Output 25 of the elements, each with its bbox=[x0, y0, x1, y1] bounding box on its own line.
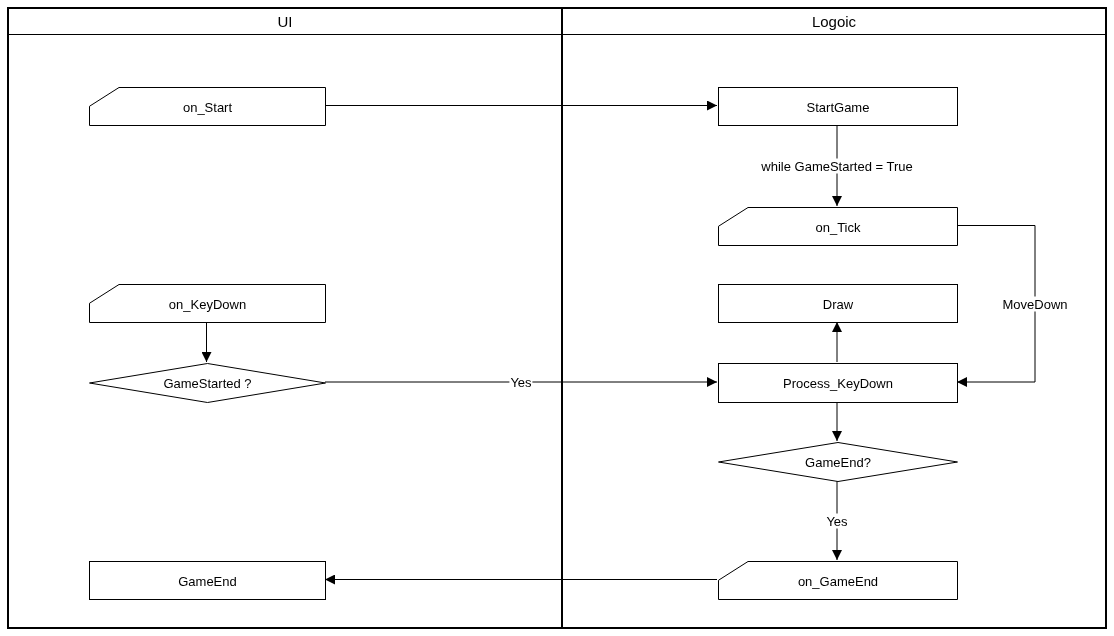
lane-title: UI bbox=[276, 13, 294, 30]
arrow bbox=[832, 401, 842, 442]
arrow bbox=[201, 321, 212, 363]
arrow bbox=[324, 100, 718, 111]
node-label: Draw bbox=[821, 296, 855, 311]
node-label: GameStarted ? bbox=[162, 375, 253, 391]
arrow bbox=[956, 225, 1036, 387]
edge-label: Yes bbox=[825, 513, 849, 528]
node-label: on_KeyDown bbox=[167, 296, 248, 311]
node-label: GameEnd? bbox=[804, 454, 872, 470]
edge-label: MoveDown bbox=[1001, 296, 1069, 312]
arrow bbox=[832, 321, 842, 363]
node-label: Process_KeyDown bbox=[782, 375, 894, 391]
node-label: on_Start bbox=[181, 99, 234, 114]
swimlane bbox=[562, 8, 1106, 628]
lane-title: Logoic bbox=[810, 13, 858, 30]
node-label: StartGame bbox=[805, 99, 871, 114]
arrow bbox=[324, 574, 718, 585]
node-label: GameEnd bbox=[177, 573, 238, 588]
edge-label: while GameStarted = True bbox=[760, 158, 914, 173]
arrow bbox=[832, 480, 842, 561]
node-label: on_Tick bbox=[814, 219, 862, 234]
swimlane bbox=[8, 8, 562, 628]
arrow bbox=[324, 377, 718, 387]
node-label: on_GameEnd bbox=[796, 573, 880, 588]
